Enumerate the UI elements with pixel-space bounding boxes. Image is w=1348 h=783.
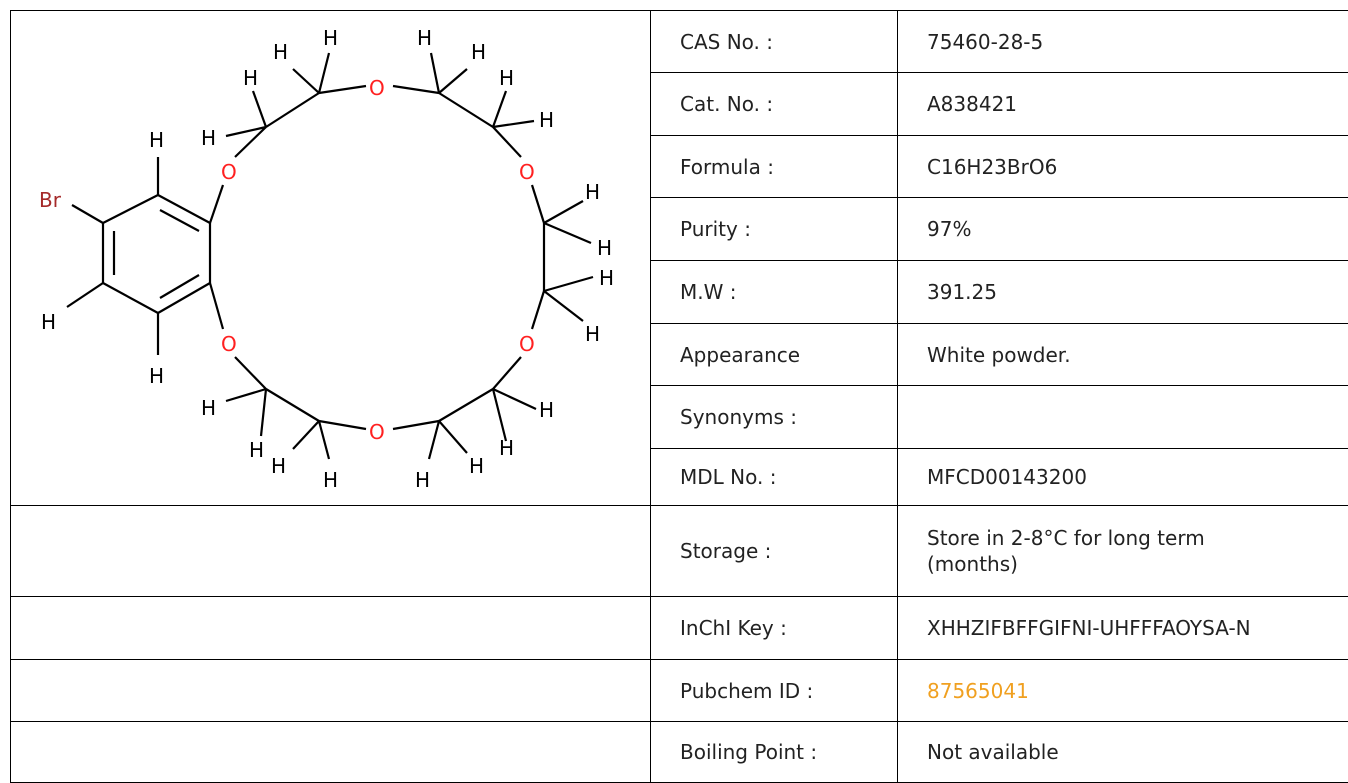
- row-divider: [10, 505, 1348, 506]
- hydrogen-atom-label: H: [271, 454, 286, 478]
- chemical-structure-image: Br O O O O O O H H H H H H H H H H H H H…: [39, 26, 614, 492]
- row-divider: [650, 72, 1348, 73]
- cat-label: Cat. No. :: [680, 92, 774, 116]
- hydrogen-atom-label: H: [149, 364, 164, 388]
- appearance-value: White powder.: [927, 342, 1071, 367]
- hydrogen-atom-label: H: [539, 398, 554, 422]
- hydrogen-atom-label: H: [201, 126, 216, 150]
- table-border-left: [10, 10, 11, 783]
- synonyms-label: Synonyms :: [680, 405, 797, 429]
- formula-value: C16H23BrO6: [927, 154, 1058, 179]
- hydrogen-atom-label: H: [585, 180, 600, 204]
- formula-label: Formula :: [680, 154, 774, 179]
- cas-label: CAS No. :: [680, 29, 773, 54]
- hydrogen-atom-label: H: [471, 40, 486, 64]
- synonyms-value: [907, 386, 1347, 448]
- oxygen-atom-label: O: [519, 160, 535, 184]
- hydrogen-atom-label: H: [599, 266, 614, 290]
- hydrogen-atom-label: H: [415, 468, 430, 492]
- bromine-atom-label: Br: [39, 188, 62, 212]
- row-divider: [10, 596, 1348, 597]
- bond-lines: [66, 52, 594, 460]
- hydrogen-atom-label: H: [539, 108, 554, 132]
- row-divider: [10, 721, 1348, 722]
- hydrogen-atom-label: H: [499, 66, 514, 90]
- hydrogen-atom-label: H: [597, 236, 612, 260]
- row-divider: [650, 385, 1348, 386]
- hydrogen-atom-label: H: [149, 128, 164, 152]
- storage-label: Storage :: [680, 539, 772, 563]
- oxygen-atom-label: O: [369, 420, 385, 444]
- hydrogen-atom-label: H: [249, 438, 264, 462]
- cat-value: A838421: [927, 92, 1018, 116]
- hydrogen-atom-label: H: [585, 322, 600, 346]
- row-divider: [10, 659, 1348, 660]
- column-divider-1: [650, 10, 651, 783]
- purity-label: Purity :: [680, 217, 751, 241]
- pubchem-label: Pubchem ID :: [680, 678, 814, 703]
- inchi-key-value: XHHZIFBFFGIFNI-UHFFFAOYSA-N: [927, 616, 1251, 640]
- mdl-label: MDL No. :: [680, 465, 777, 489]
- row-divider: [650, 197, 1348, 198]
- hydrogen-atom-label: H: [469, 454, 484, 478]
- atom-labels: Br O O O O O O H H H H H H H H H H H H H…: [39, 26, 614, 492]
- purity-value: 97%: [927, 217, 972, 241]
- mw-value: 391.25: [927, 280, 997, 304]
- boiling-point-value: Not available: [927, 740, 1059, 764]
- pubchem-link[interactable]: 87565041: [927, 678, 1029, 703]
- hydrogen-atom-label: H: [417, 26, 432, 50]
- hydrogen-atom-label: H: [499, 436, 514, 460]
- hydrogen-atom-label: H: [243, 66, 258, 90]
- row-divider: [650, 323, 1348, 324]
- oxygen-atom-label: O: [221, 160, 237, 184]
- table-border-top: [10, 10, 1348, 11]
- row-divider: [650, 135, 1348, 136]
- row-divider: [650, 448, 1348, 449]
- boiling-point-label: Boiling Point :: [680, 740, 818, 764]
- oxygen-atom-label: O: [519, 332, 535, 356]
- hydrogen-atom-label: H: [41, 310, 56, 334]
- inchi-key-label: InChI Key :: [680, 616, 787, 640]
- row-divider: [650, 260, 1348, 261]
- cas-value: 75460-28-5: [927, 29, 1044, 54]
- mdl-value: MFCD00143200: [927, 465, 1087, 489]
- appearance-label: Appearance: [680, 342, 801, 367]
- storage-value: Store in 2-8°C for long term (months): [927, 526, 1205, 576]
- hydrogen-atom-label: H: [323, 468, 338, 492]
- mw-label: M.W :: [680, 280, 737, 304]
- hydrogen-atom-label: H: [201, 396, 216, 420]
- hydrogen-atom-label: H: [323, 26, 338, 50]
- column-divider-2: [897, 10, 898, 783]
- hydrogen-atom-label: H: [273, 40, 288, 64]
- oxygen-atom-label: O: [369, 76, 385, 100]
- oxygen-atom-label: O: [221, 332, 237, 356]
